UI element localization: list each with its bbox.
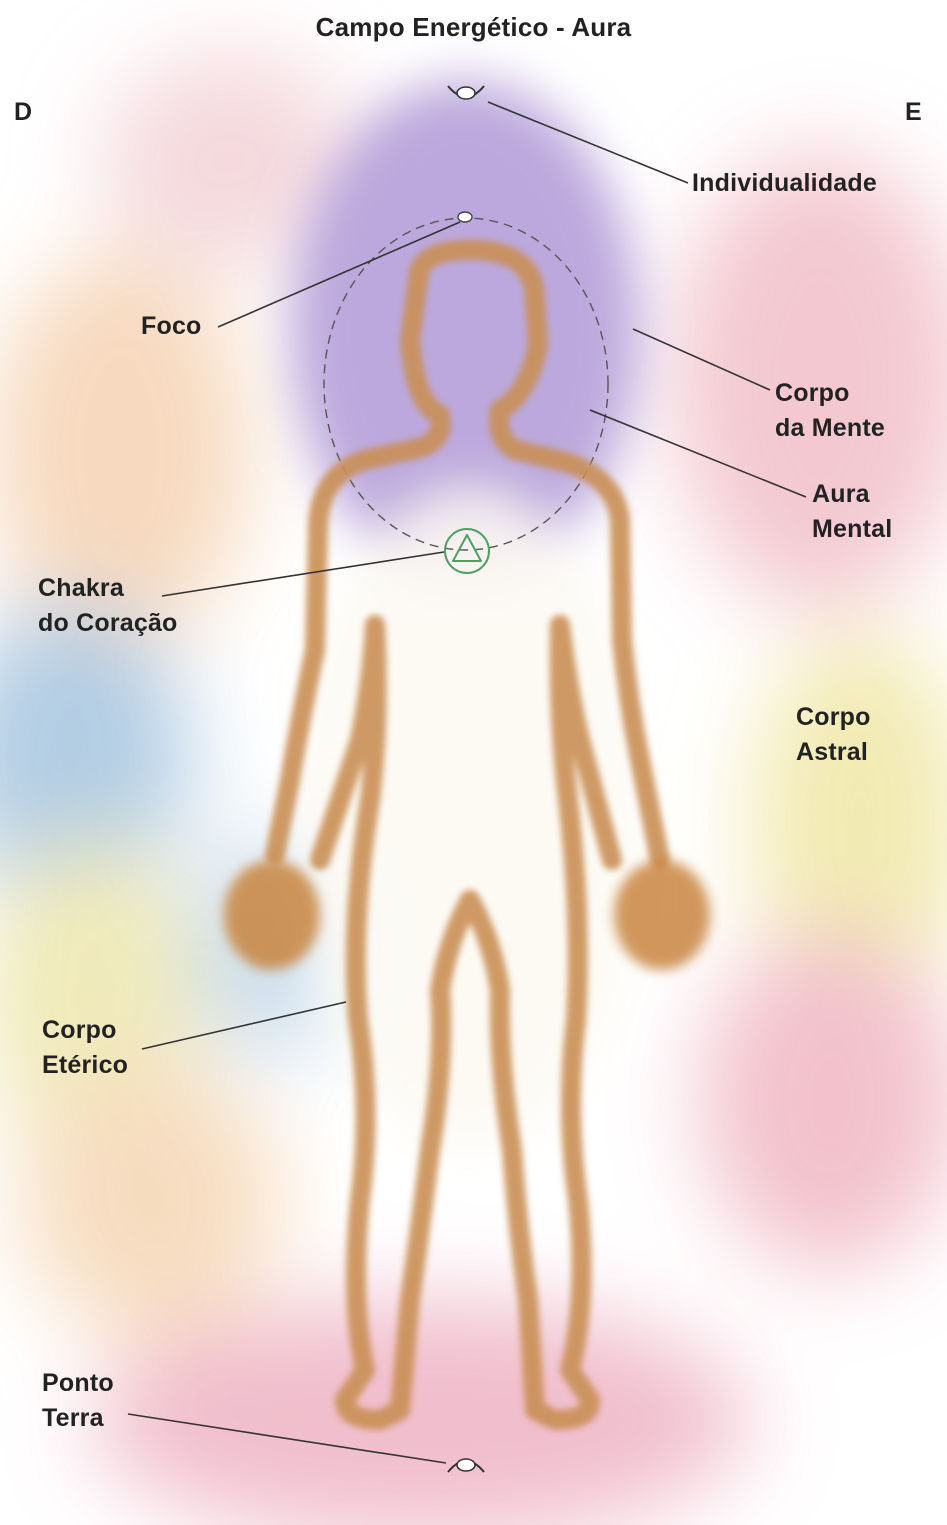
label-aura-mental: Aura Mental [812, 477, 892, 547]
label-line: Individualidade [692, 166, 877, 201]
focus-dot [458, 212, 472, 222]
label-ponto-terra: Ponto Terra [42, 1366, 114, 1436]
body-core-glow [300, 490, 640, 1150]
label-line: Aura [812, 477, 892, 512]
label-line: Astral [796, 735, 871, 770]
label-line: Terra [42, 1401, 114, 1436]
side-label-left: D [14, 95, 32, 130]
right-hand [614, 860, 710, 970]
aura-pink-right-low [700, 930, 947, 1270]
label-corpo-eterico: Corpo Etérico [42, 1013, 128, 1083]
aura-pink-bottom [90, 1300, 750, 1525]
diagram-title: Campo Energético - Aura [0, 10, 947, 45]
label-line: Etérico [42, 1048, 128, 1083]
label-line: Corpo [796, 700, 871, 735]
left-hand [224, 860, 320, 970]
label-line: Chakra [38, 571, 178, 606]
label-corpo-astral: Corpo Astral [796, 700, 871, 770]
side-label-right: E [905, 95, 922, 130]
label-individualidade: Individualidade [692, 166, 877, 201]
label-line: Foco [141, 309, 202, 344]
label-line: do Coração [38, 606, 178, 641]
label-line: Corpo [775, 376, 885, 411]
label-corpo-da-mente: Corpo da Mente [775, 376, 885, 446]
label-line: Ponto [42, 1366, 114, 1401]
label-line: Mental [812, 512, 892, 547]
label-chakra-do-coracao: Chakra do Coração [38, 571, 178, 641]
label-foco: Foco [141, 309, 202, 344]
aura-peach-low [20, 1060, 280, 1340]
label-line: Corpo [42, 1013, 128, 1048]
label-line: da Mente [775, 411, 885, 446]
aura-field [0, 50, 947, 1525]
